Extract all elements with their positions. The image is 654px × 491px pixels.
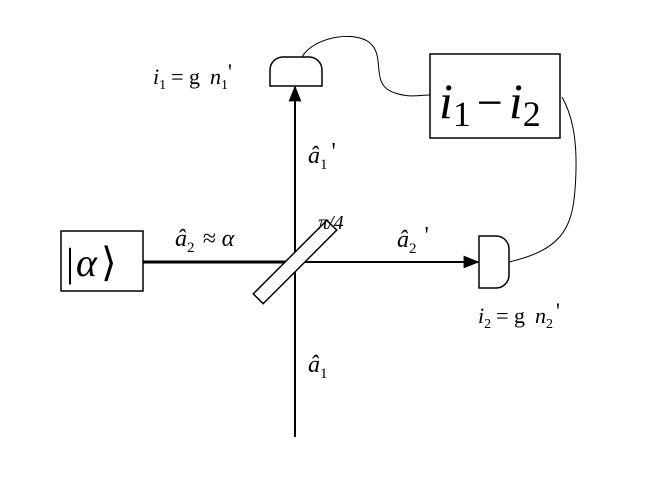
wire-detector-1 — [301, 35, 431, 97]
input-mode-2-label: â2≈ α — [175, 226, 235, 256]
svg-text:i1−i2: i1−i2 — [439, 73, 541, 134]
difference-box — [429, 53, 561, 139]
diff-sub2: 2 — [523, 94, 541, 134]
wire-detector-2 — [508, 96, 577, 263]
coherent-state-box — [60, 230, 144, 292]
diff-i2: i — [509, 73, 523, 129]
diff-sub1: 1 — [453, 94, 471, 134]
ket-bar: | — [66, 240, 74, 285]
detector-1-icon — [269, 56, 323, 87]
svg-text:|α⟩: |α⟩ — [66, 240, 117, 285]
input-mode-1-label: â1 — [308, 352, 328, 382]
detector-2-icon — [478, 235, 510, 289]
beam-splitter-icon — [252, 219, 338, 305]
output-mode-2-label: â2' — [397, 223, 429, 257]
diff-i1: i — [439, 73, 453, 129]
ket-right: ⟩ — [101, 240, 117, 285]
beam-splitter-angle-label: π/4 — [318, 212, 344, 234]
ket-alpha: α — [76, 240, 98, 285]
output-mode-1-label: â1' — [308, 139, 336, 173]
diff-minus: − — [477, 77, 503, 128]
